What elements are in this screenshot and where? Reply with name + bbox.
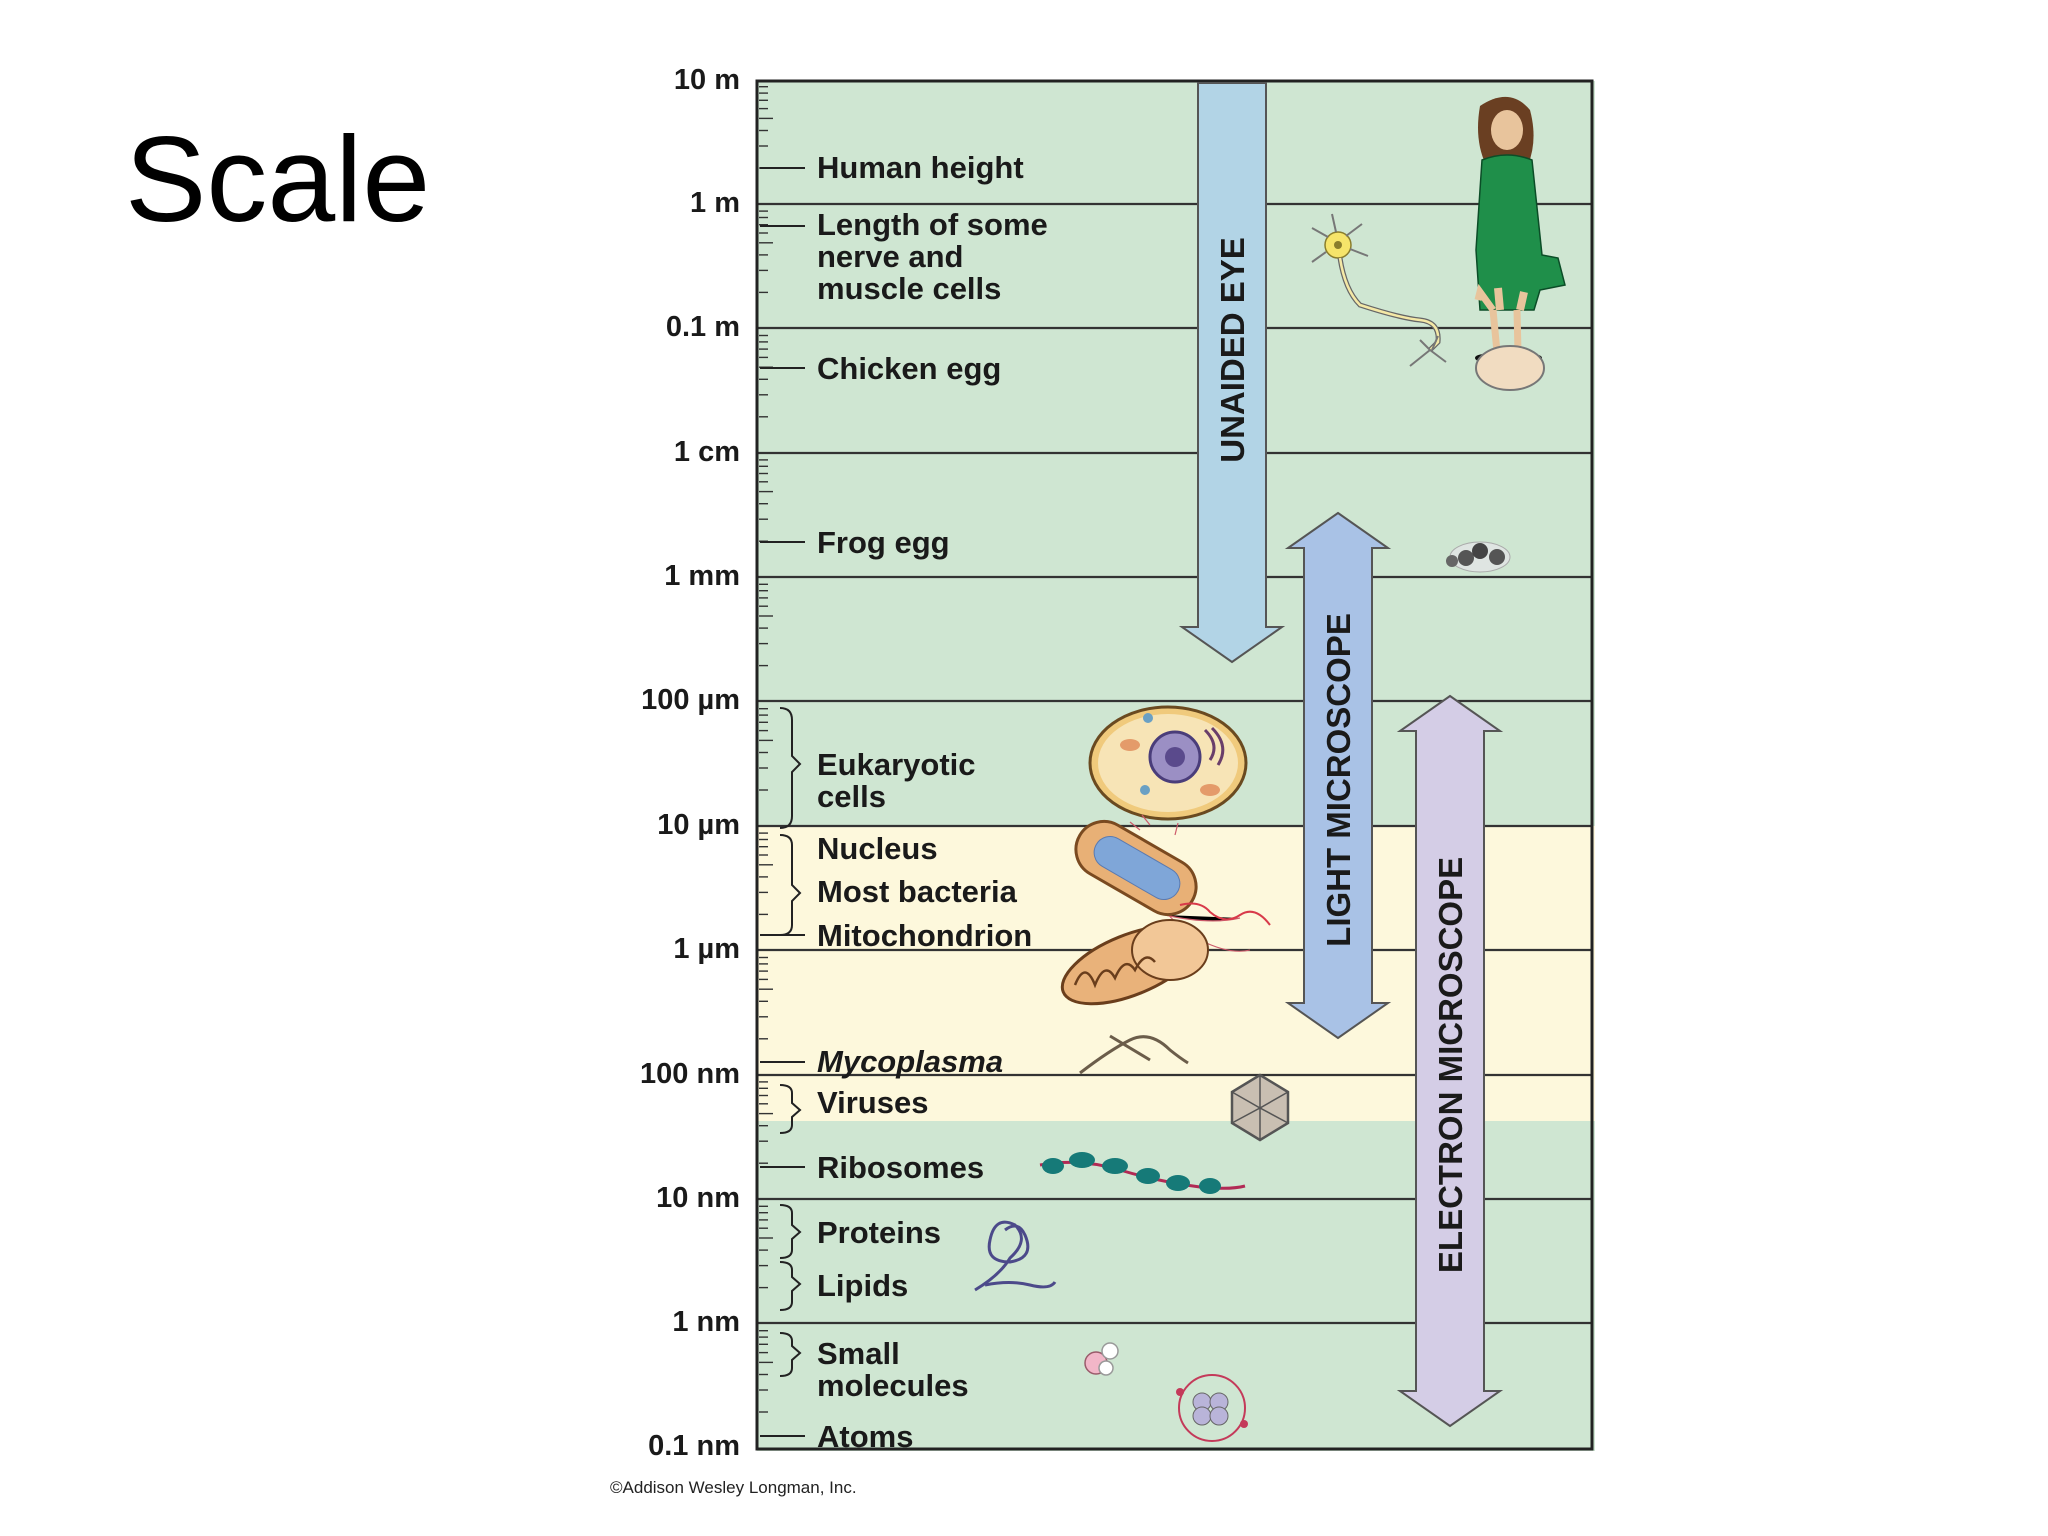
label-frog-egg: Frog egg xyxy=(817,525,950,560)
atom-illustration xyxy=(1176,1374,1248,1442)
label-eukaryotic-line1: Eukaryotic xyxy=(817,747,976,782)
copyright-text: ©Addison Wesley Longman, Inc. xyxy=(610,1478,857,1497)
tick-1cm: 1 cm xyxy=(674,436,740,468)
bracket-lipids xyxy=(779,1261,802,1311)
tick-1nm: 1 nm xyxy=(672,1306,740,1338)
bracket-small-molecules xyxy=(779,1332,802,1377)
object-labels: Human height Length of some nerve and mu… xyxy=(817,150,1048,1454)
label-eukaryotic-line2: cells xyxy=(817,779,886,814)
label-viruses: Viruses xyxy=(817,1085,928,1120)
light-microscope-label: LIGHT MICROSCOPE xyxy=(1320,613,1357,947)
label-ribosomes: Ribosomes xyxy=(817,1150,984,1185)
label-nerve-line3: muscle cells xyxy=(817,271,1001,306)
label-human-height: Human height xyxy=(817,150,1024,185)
label-small-line2: molecules xyxy=(817,1368,969,1403)
label-nerve-line2: nerve and xyxy=(817,239,963,274)
tick-10um: 10 µm xyxy=(657,809,740,841)
label-mitochondrion: Mitochondrion xyxy=(817,918,1032,953)
chart-frame xyxy=(755,79,1594,1451)
tick-0-1m: 0.1 m xyxy=(666,311,740,343)
light-microscope-arrow: LIGHT MICROSCOPE xyxy=(1284,511,1392,1040)
label-atoms: Atoms xyxy=(817,1419,913,1454)
neuron-illustration xyxy=(1311,213,1447,367)
tick-10m: 10 m xyxy=(674,64,740,96)
small-molecule-illustration xyxy=(1084,1342,1119,1376)
mycoplasma-illustration xyxy=(1079,1034,1189,1075)
unaided-eye-label: UNAIDED EYE xyxy=(1214,237,1251,463)
tick-100um: 100 µm xyxy=(641,684,740,716)
label-most-bacteria: Most bacteria xyxy=(817,874,1018,909)
bracket-viruses xyxy=(779,1084,802,1134)
tick-100nm: 100 nm xyxy=(640,1058,740,1090)
ribosome-illustration xyxy=(1039,1152,1246,1194)
unaided-eye-arrow: UNAIDED EYE xyxy=(1178,82,1286,664)
bracket-eukaryotic xyxy=(779,707,802,829)
tick-1mm: 1 mm xyxy=(664,560,740,592)
frog-egg-illustration xyxy=(1446,541,1511,573)
minor-ticks xyxy=(759,85,773,1413)
label-proteins: Proteins xyxy=(817,1215,941,1250)
bracket-bacteria xyxy=(779,834,802,936)
chicken-egg-illustration xyxy=(1475,345,1545,391)
bracket-proteins xyxy=(779,1204,802,1259)
slide-title: Scale xyxy=(125,111,431,247)
tick-labels: 10 m 1 m 0.1 m 1 cm 1 mm 100 µm 10 µm 1 … xyxy=(640,64,740,1462)
tick-1m: 1 m xyxy=(690,187,740,219)
mitochondrion-illustration xyxy=(1060,919,1209,1006)
label-nucleus: Nucleus xyxy=(817,831,938,866)
electron-microscope-arrow: ELECTRON MICROSCOPE xyxy=(1396,694,1504,1428)
label-chicken-egg: Chicken egg xyxy=(817,351,1001,386)
label-mycoplasma: Mycoplasma xyxy=(817,1044,1003,1079)
brackets xyxy=(779,707,802,1377)
label-small-line1: Small xyxy=(817,1336,900,1371)
tick-10nm: 10 nm xyxy=(656,1182,740,1214)
human-illustration xyxy=(1474,96,1566,362)
label-nerve-line1: Length of some xyxy=(817,207,1048,242)
eukaryotic-cell-illustration xyxy=(1088,705,1248,821)
bacterium-illustration xyxy=(1074,814,1271,952)
protein-illustration xyxy=(974,1220,1057,1292)
label-lipids: Lipids xyxy=(817,1268,908,1303)
tick-1um: 1 µm xyxy=(673,933,740,965)
virus-illustration xyxy=(1230,1073,1290,1142)
electron-microscope-label: ELECTRON MICROSCOPE xyxy=(1432,857,1469,1273)
tick-0-1nm: 0.1 nm xyxy=(648,1430,740,1462)
